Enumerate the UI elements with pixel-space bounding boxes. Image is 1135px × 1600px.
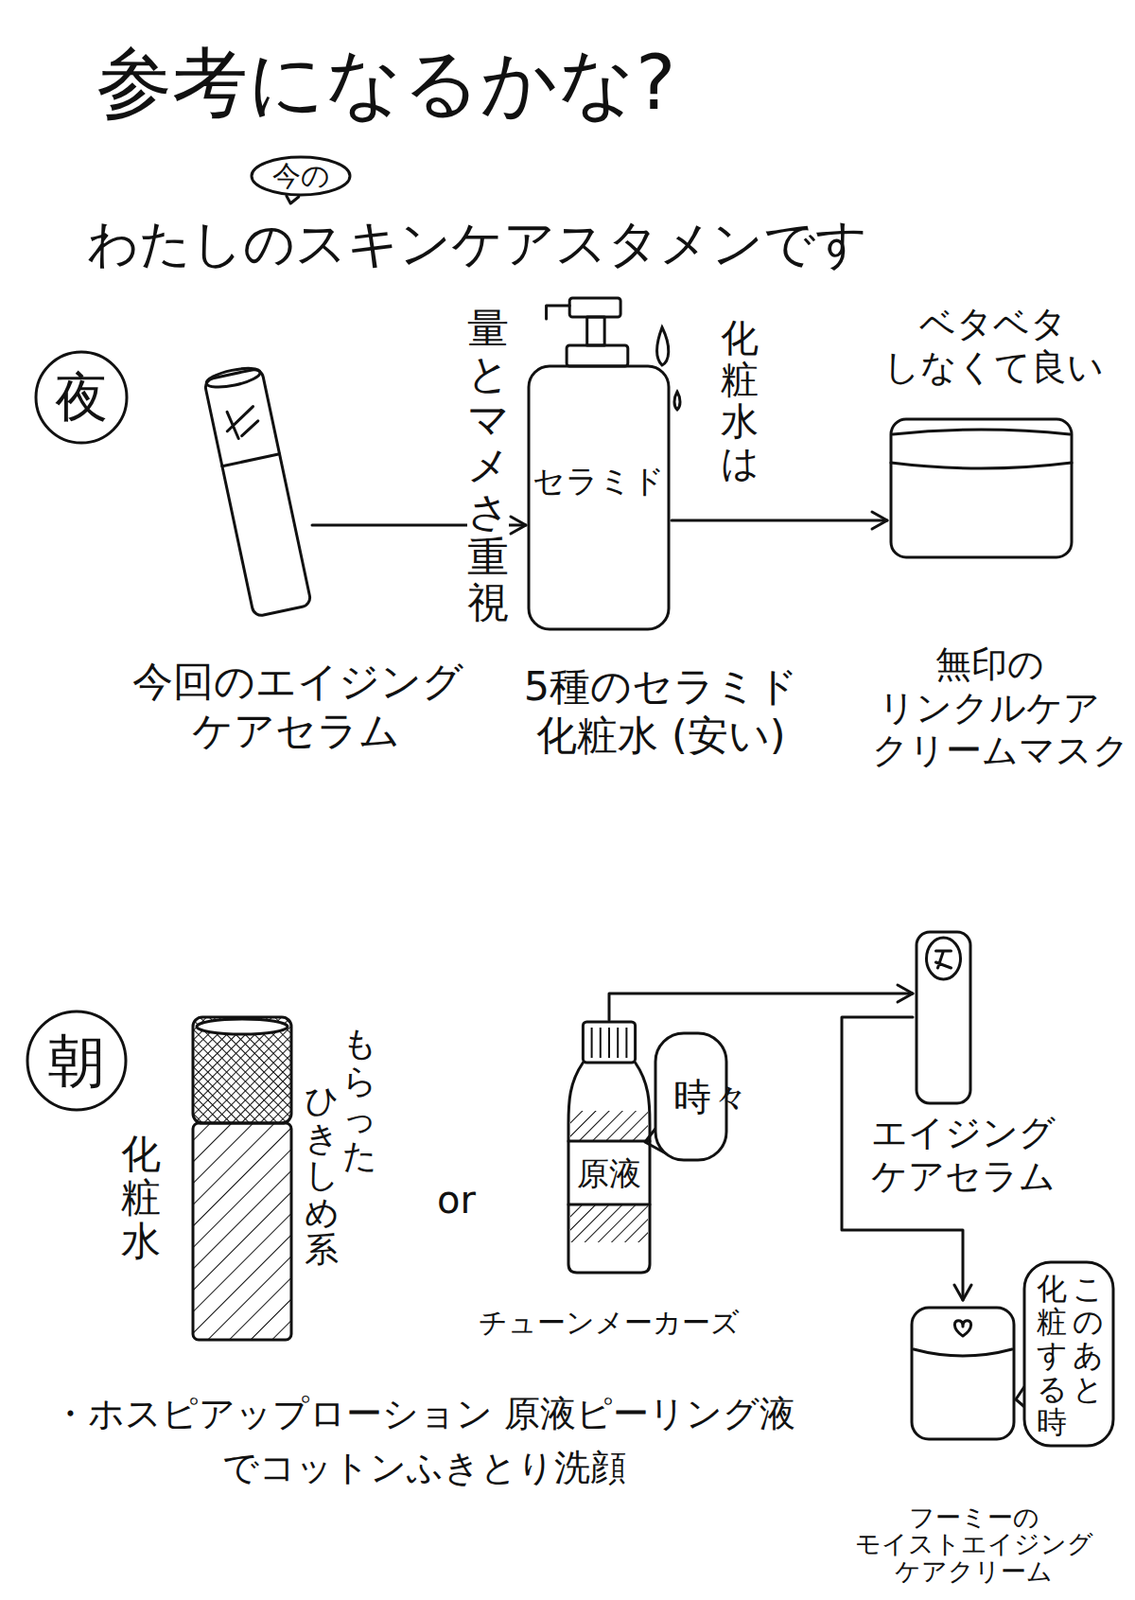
serum-bottle: 今回のエイジング ケアセラム [203, 362, 313, 623]
droplet [657, 327, 669, 366]
serum-bottle: エイジング ケアセラム [912, 927, 975, 1107]
node-outline [565, 1019, 653, 1275]
droplet [674, 391, 681, 410]
speech-bubble: このあと化粧する時 [1021, 1258, 1117, 1449]
node-text: 今回のエイジング ケアセラム [132, 657, 459, 755]
cream-jar: フーミーの モイストエイジング ケアクリーム [908, 1299, 1018, 1443]
time-circle: 朝 [25, 1009, 128, 1112]
node-text: エイジング ケアセラム [855, 1111, 1071, 1198]
note-text: わたしのスキンケアスタメンです [87, 213, 868, 276]
time-circle: 夜 [34, 349, 129, 445]
node-text: このあと [1072, 1272, 1103, 1406]
note-text: 量とマメさ重視 [467, 305, 509, 627]
cream-jar: 無印の リンクルケア クリームマスク [887, 413, 1076, 561]
essence-bottle: 原液チューンメーカーズ [565, 1019, 653, 1275]
node-text: ひきしめ系 [304, 1081, 339, 1269]
flow-arrow [671, 519, 888, 523]
node-text: チューンメーカーズ [471, 1305, 748, 1340]
node-text: 夜 [54, 365, 108, 429]
node-text: 無印の リンクルケア クリームマスク [872, 643, 1107, 773]
node-outline [908, 1299, 1018, 1443]
note-text: ベタベタ しなくて良い [879, 302, 1107, 389]
node-outline [189, 1014, 296, 1342]
lotion-bottle: セラミド5種のセラミド 化粧水 (安い) [525, 296, 672, 632]
speech-bubble: 今の [249, 155, 352, 205]
node-text: 朝 [48, 1026, 105, 1095]
speech-bubble: 時々 [652, 1030, 730, 1163]
node-text: 原液 [576, 1153, 642, 1193]
toner-bottle: 化粧水もらったひきしめ系 [189, 1014, 296, 1342]
node-text: 化粧する時 [1036, 1272, 1067, 1439]
note-text: ・ホスピアップローション 原液ピーリング液 でコットンふきとり洗顔 [45, 1386, 803, 1495]
node-text: もらった [342, 1024, 377, 1174]
note-text: 化粧水は [720, 316, 759, 484]
node-outline [887, 413, 1076, 561]
node-text: 今の [272, 158, 331, 193]
node-outline [203, 362, 313, 623]
page-title: 参考になるかな? [96, 37, 676, 129]
node-text: 5種のセラミド 化粧水 (安い) [510, 662, 812, 760]
note-text: or [436, 1176, 476, 1223]
node-outline [912, 927, 975, 1107]
node-text: フーミーの モイストエイジング ケアクリーム [846, 1503, 1101, 1585]
node-text: セラミド [532, 461, 665, 501]
node-text: 化粧水 [121, 1132, 161, 1264]
node-text: 時々 [673, 1075, 712, 1118]
